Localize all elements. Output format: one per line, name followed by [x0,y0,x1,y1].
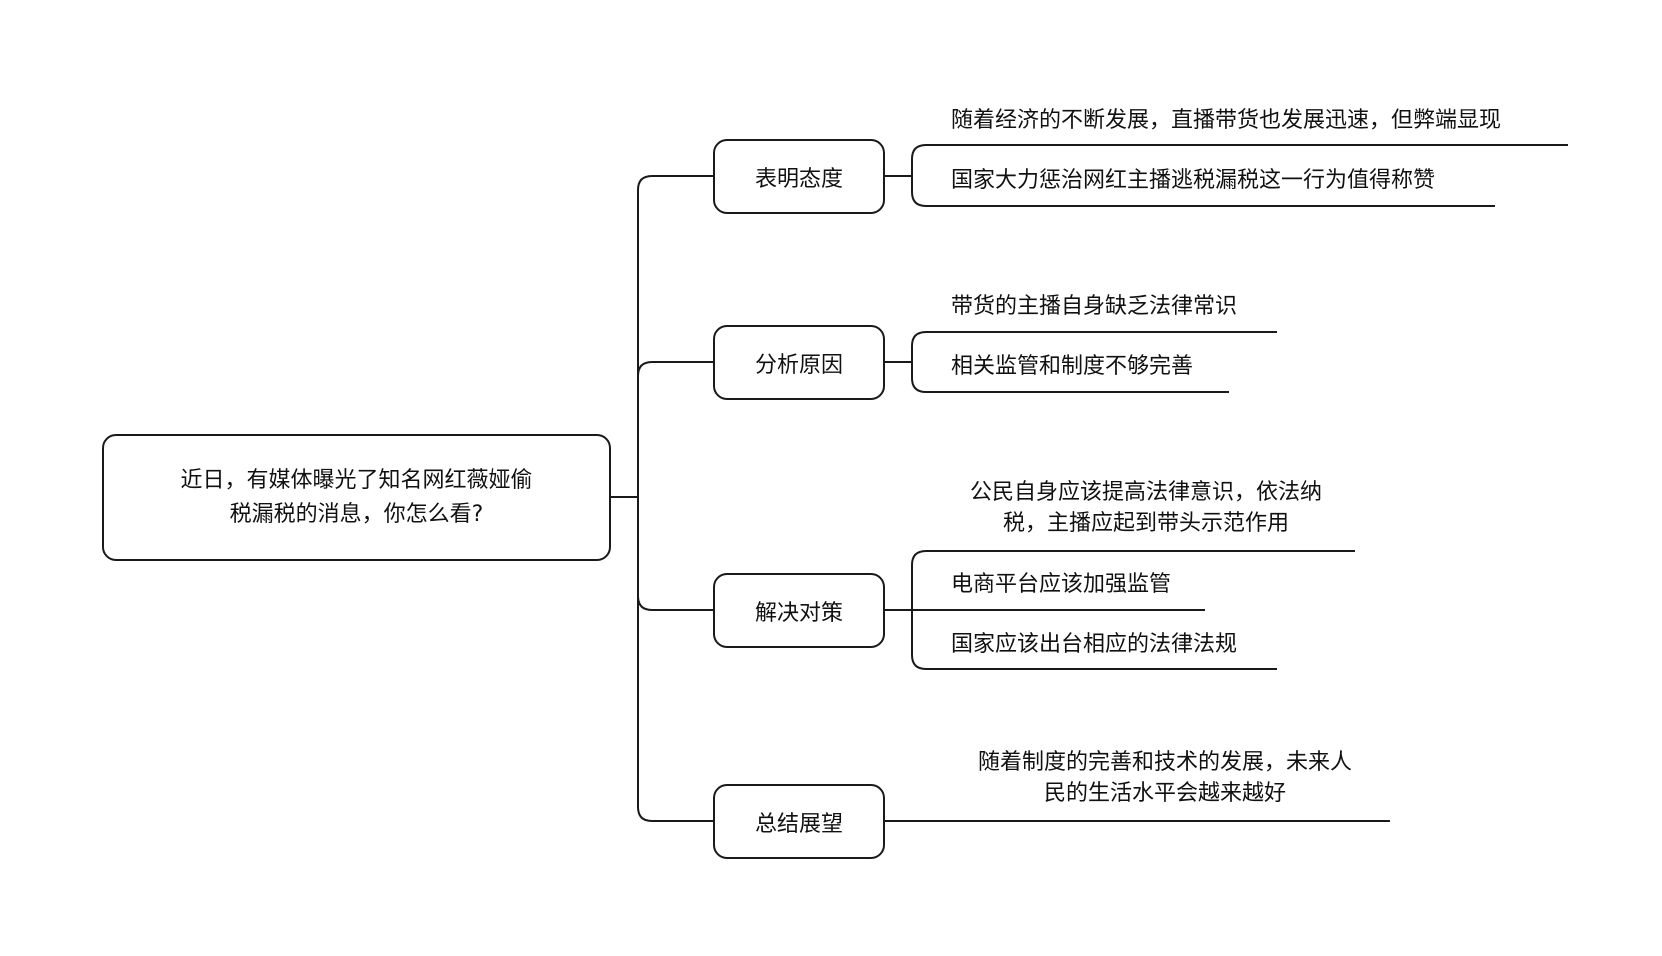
leaf-topic-text: 带货的主播自身缺乏法律常识 [951,294,1238,319]
branch-2-bracket [911,331,1277,362]
trunk-branch-4 [637,497,713,822]
branch-topic-label: 表明态度 [754,166,843,192]
root-topic-line-1: 近日，有媒体曝光了知名网红薇娅偷 [180,467,533,493]
branch-topic-1[interactable]: 表明态度 [713,139,885,214]
leaf-topic-2-1[interactable]: 带货的主播自身缺乏法律常识 [951,291,1237,322]
branch-1-bracket-lower [911,176,1495,207]
leaf-topic-text: 国家应该出台相应的法律法规 [951,632,1238,657]
leaf-topic-line-2: 税，主播应起到带头示范作用 [1002,511,1289,536]
branch-3-bracket-lower [911,610,1277,670]
root-topic[interactable]: 近日，有媒体曝光了知名网红薇娅偷 税漏税的消息，你怎么看? [102,434,611,561]
leaf-topic-text: 相关监管和制度不够完善 [951,354,1194,379]
leaf-topic-text: 随着经济的不断发展，直播带货也发展迅速，但弊端显现 [951,108,1502,133]
trunk-branch-3 [637,497,713,611]
branch-topic-label: 总结展望 [754,811,843,837]
leaf-topic-text: 国家大力惩治网红主播逃税漏税这一行为值得称赞 [951,168,1436,193]
leaf-topic-3-2[interactable]: 电商平台应该加强监管 [951,569,1171,600]
branch-topic-label: 解决对策 [754,600,843,626]
branch-topic-3[interactable]: 解决对策 [713,573,885,648]
branch-topic-4[interactable]: 总结展望 [713,784,885,859]
branch-1-bracket [911,144,1568,176]
root-topic-text: 近日，有媒体曝光了知名网红薇娅偷 税漏税的消息，你怎么看? [180,464,532,532]
leaf-topic-line-1: 随着制度的完善和技术的发展，未来人 [977,750,1352,775]
leaf-topic-1-1[interactable]: 随着经济的不断发展，直播带货也发展迅速，但弊端显现 [951,105,1501,136]
branch-topic-2[interactable]: 分析原因 [713,325,885,400]
leaf-topic-3-3[interactable]: 国家应该出台相应的法律法规 [951,629,1237,660]
leaf-topic-4-1[interactable]: 随着制度的完善和技术的发展，未来人 民的生活水平会越来越好 [958,747,1372,809]
trunk-branch-1 [637,175,713,497]
leaf-topic-1-2[interactable]: 国家大力惩治网红主播逃税漏税这一行为值得称赞 [951,165,1435,196]
branch-3-bracket [911,550,1355,610]
leaf-topic-2-2[interactable]: 相关监管和制度不够完善 [951,351,1193,382]
leaf-topic-line-1: 公民自身应该提高法律意识，依法纳 [969,480,1322,505]
trunk-branch-2 [637,361,713,497]
root-topic-line-2: 税漏税的消息，你怎么看? [229,501,484,527]
leaf-topic-3-1[interactable]: 公民自身应该提高法律意识，依法纳 税，主播应起到带头示范作用 [951,477,1341,539]
branch-2-bracket-lower [911,362,1229,393]
branch-topic-label: 分析原因 [754,352,843,378]
leaf-topic-text: 电商平台应该加强监管 [951,572,1172,597]
leaf-topic-line-2: 民的生活水平会越来越好 [1043,781,1286,806]
